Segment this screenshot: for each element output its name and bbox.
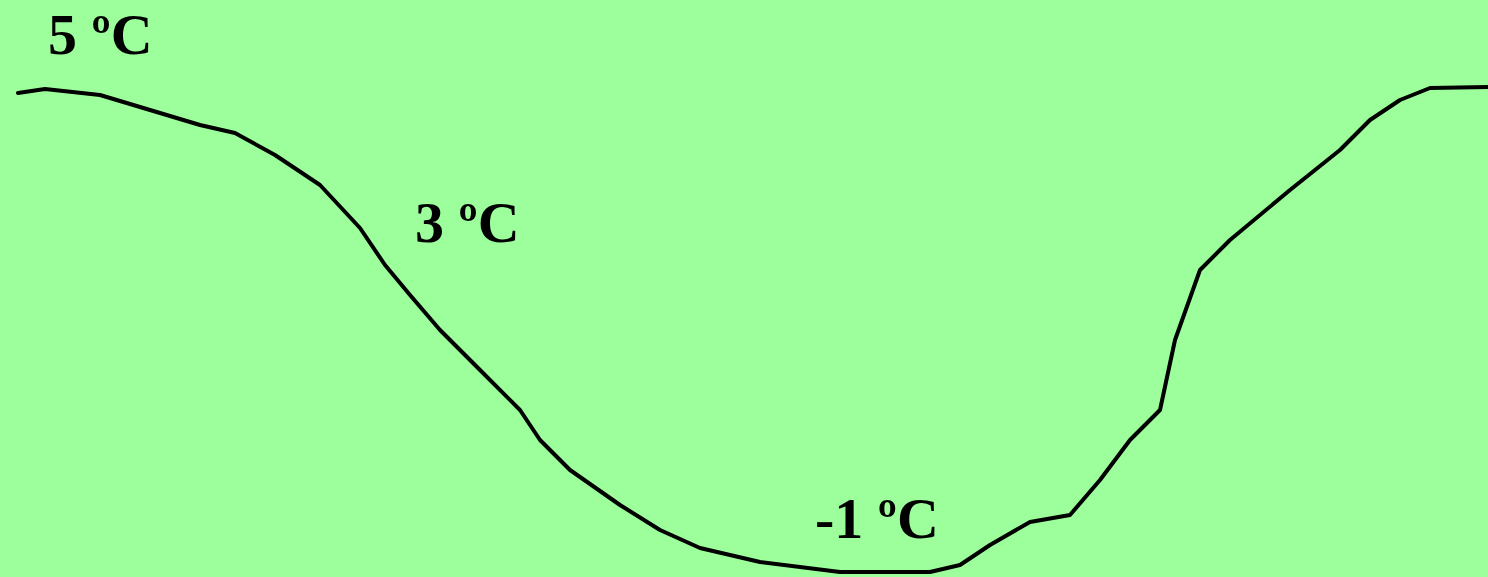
- valley-curve: [18, 87, 1488, 572]
- temperature-label: 3 ºC: [415, 194, 520, 252]
- temperature-label: 5 ºC: [48, 6, 153, 64]
- temperature-label: -1 ºC: [815, 490, 939, 548]
